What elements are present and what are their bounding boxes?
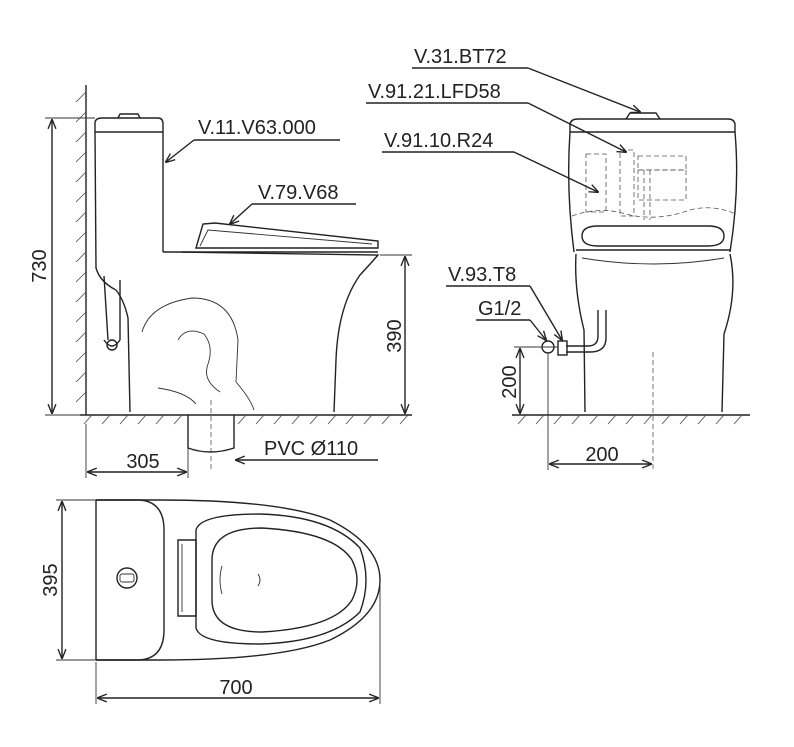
front-bowl: [575, 253, 734, 413]
trapway: [141, 297, 255, 411]
front-view: 200 200 V.31.BT72 V.91.21.LFD58 V.91.10.…: [366, 46, 750, 470]
tank-body: [94, 131, 164, 291]
fill-valve-leader: [527, 102, 626, 152]
dim-height-total: 730: [29, 249, 51, 282]
dim-outlet-offset: 305: [126, 451, 159, 473]
angle-valve: [557, 340, 568, 356]
dim-inlet-offset: 200: [585, 444, 618, 466]
top-flush-button-inner: [119, 573, 135, 583]
top-view: 395 700: [40, 499, 381, 704]
dim-seat-height: 390: [384, 319, 406, 352]
supply-pipe-side: [103, 275, 121, 347]
tank-cover-leader: [166, 139, 195, 162]
supply-hose: [566, 310, 607, 353]
seat-edge: [199, 229, 373, 247]
label-thread: G1/2: [478, 298, 521, 320]
trapway-lower: [157, 387, 197, 405]
bowl-outline: [115, 251, 380, 413]
supply-connector-side: [106, 339, 118, 351]
seat-lid-side: [195, 222, 379, 249]
top-bowl-drain: [257, 573, 261, 587]
label-seat: V.79.V68: [258, 182, 338, 204]
wall-hatching: [75, 91, 87, 403]
top-bowl-detail: [219, 565, 223, 595]
front-seat-lid: [581, 225, 725, 247]
front-bowl-rim: [581, 257, 725, 265]
tank-lid: [94, 117, 164, 132]
thread-leader: [529, 319, 546, 340]
button-leader: [527, 67, 640, 112]
dim-width: 395: [40, 563, 62, 596]
seat-leader: [230, 203, 253, 224]
flush-button-side: [117, 113, 141, 119]
dim-inlet-height: 200: [499, 365, 521, 398]
side-view: 730 390 305 PVC Ø110 V.11.V63.000 V.79.V…: [29, 85, 412, 478]
top-bowl-opening: [211, 527, 358, 633]
label-tank-cover: V.11.V63.000: [198, 117, 316, 139]
label-outlet-pipe: PVC Ø110: [264, 438, 358, 460]
front-flush-button: [625, 112, 661, 120]
flush-valve-leader: [513, 151, 598, 192]
front-tank-lid: [569, 118, 736, 133]
top-tank: [96, 499, 165, 661]
top-seat-outer: [195, 513, 367, 645]
top-flush-button: [116, 567, 138, 589]
front-tank-body: [567, 131, 738, 253]
tank-internals: [571, 149, 737, 220]
angle-valve-leader: [529, 285, 562, 340]
label-angle-valve: V.93.T8: [448, 264, 516, 286]
dim-length: 700: [219, 677, 252, 699]
label-flush-valve: V.91.10.R24: [384, 130, 493, 152]
top-outline: [95, 499, 381, 661]
top-hinge: [177, 539, 197, 617]
label-fill-valve: V.91.21.LFD58: [368, 81, 501, 103]
label-flush-button: V.31.BT72: [414, 46, 507, 68]
front-floor-hatching: [517, 414, 743, 425]
floor-hatching: [83, 414, 409, 425]
